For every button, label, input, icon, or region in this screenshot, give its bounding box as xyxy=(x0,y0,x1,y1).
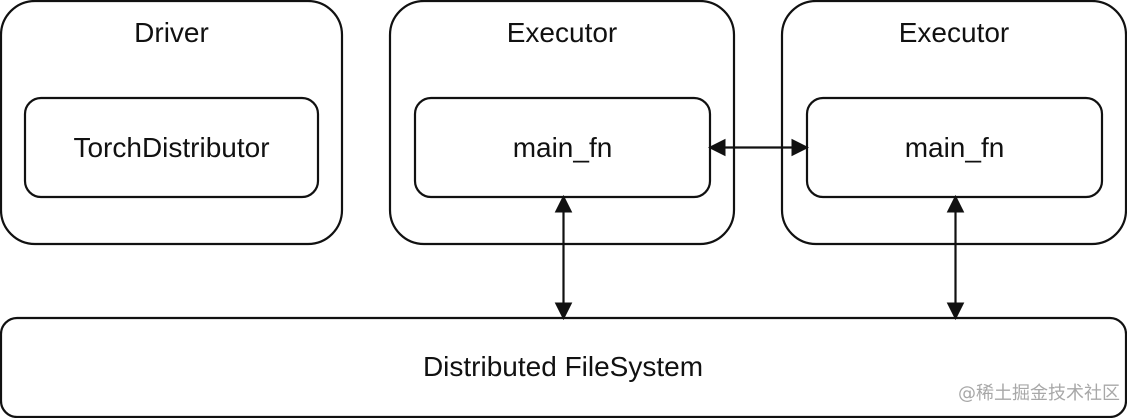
executor-left-container: Executor main_fn xyxy=(388,0,736,246)
executor-left-title: Executor xyxy=(507,17,618,48)
executor-left-main-fn-label: main_fn xyxy=(513,132,613,163)
driver-title: Driver xyxy=(134,17,209,48)
watermark: @稀土掘金技术社区 xyxy=(958,383,1120,404)
driver-container: Driver TorchDistributor xyxy=(0,0,344,246)
distributed-filesystem-label: Distributed FileSystem xyxy=(423,351,703,382)
torch-distributor-box xyxy=(23,96,320,199)
torch-distributor-label: TorchDistributor xyxy=(73,132,269,163)
executor-right-title: Executor xyxy=(899,17,1010,48)
executor-right-main-fn-label: main_fn xyxy=(905,132,1005,163)
executor-right-container: Executor main_fn xyxy=(780,0,1127,246)
distributed-filesystem-container: Distributed FileSystem xyxy=(0,316,1127,418)
